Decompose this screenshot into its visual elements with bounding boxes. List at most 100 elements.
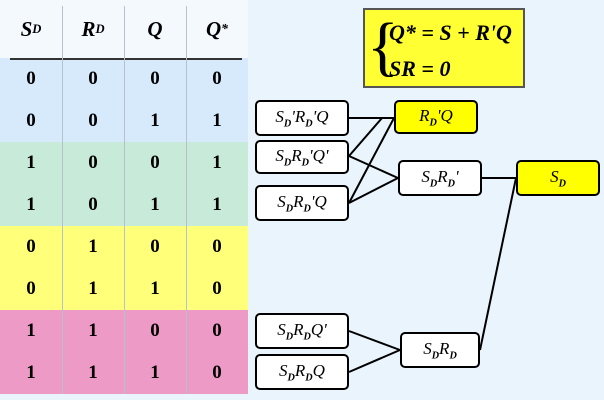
term-symbol: R (291, 145, 302, 165)
truth-table-cell: 0 (26, 278, 36, 299)
truth-table-cell: 0 (88, 152, 98, 173)
wire (348, 117, 383, 157)
term-symbol: S (423, 338, 432, 358)
wire (348, 349, 401, 373)
truth-table-cell: 1 (212, 110, 222, 131)
brace-symbol: { (367, 10, 399, 83)
truth-table-cell: 1 (150, 278, 160, 299)
term-subscript: D (287, 372, 295, 384)
truth-table-cell: 1 (88, 320, 98, 341)
term-symbol: S (550, 166, 559, 186)
term-symbol: R (437, 166, 448, 186)
truth-table-cell: 0 (212, 68, 222, 89)
truth-table-cell: 0 (212, 236, 222, 257)
characteristic-equation-box: { Q* = S + R'Q SR = 0 (363, 8, 525, 88)
truth-table-cell: 1 (150, 110, 160, 131)
truth-table-cell: 1 (212, 194, 222, 215)
term-symbol: ' (454, 166, 459, 186)
term-symbol: R (293, 319, 304, 339)
truth-table-cell: 1 (88, 278, 98, 299)
truth-table-cell: 1 (212, 152, 222, 173)
header-separator (10, 58, 242, 60)
merged-term-sd-rd-both: SDRD (400, 332, 480, 368)
term-symbol: S (277, 319, 286, 339)
term-subscript: D (303, 203, 311, 215)
truth-table-cell: 0 (26, 110, 36, 131)
equation-line-2: SR = 0 (389, 56, 451, 81)
truth-table-cell: 1 (26, 194, 36, 215)
term-symbol: R (294, 360, 306, 380)
truth-table-cell: 1 (150, 362, 160, 383)
header-cell-qnext: Q* (206, 16, 228, 41)
term-symbol: S (277, 191, 286, 211)
term-box-2: SDRD'Q' (255, 140, 349, 174)
truth-table-cell: 0 (26, 236, 36, 257)
term-symbol: S (275, 145, 284, 165)
truth-table-cell: 0 (150, 152, 160, 173)
column-divider (62, 6, 63, 394)
truth-table-cell: 0 (88, 194, 98, 215)
term-symbol: R (439, 338, 450, 358)
truth-table-cell: 0 (150, 68, 160, 89)
truth-table-cell: 0 (150, 236, 160, 257)
term-symbol: 'Q' (309, 145, 329, 165)
term-subscript: D (285, 203, 294, 215)
truth-table-cell: 0 (26, 68, 36, 89)
term-symbol: 'Q (310, 191, 327, 211)
merged-term-sd-rd: SDRD' (398, 160, 482, 196)
term-symbol: R (419, 105, 430, 125)
truth-table-cell: 1 (26, 362, 36, 383)
term-subscript: D (305, 372, 313, 384)
result-term-sd: SD (516, 160, 600, 196)
truth-table-cell: 0 (212, 278, 222, 299)
term-subscript: D (303, 331, 311, 343)
term-subscript: D (283, 157, 292, 169)
wire (348, 177, 399, 204)
wire (479, 177, 517, 351)
term-subscript: D (301, 157, 310, 169)
equation-line-1: Q* = S + R'Q (389, 20, 512, 45)
truth-table-cell: 0 (88, 110, 98, 131)
column-divider (186, 6, 187, 394)
term-symbol: ' (291, 106, 295, 126)
column-divider (124, 6, 125, 394)
term-box-4: SDRDQ' (255, 313, 349, 349)
term-symbol: R (293, 191, 304, 211)
term-symbol: S (279, 360, 288, 380)
truth-table-cell: 1 (88, 236, 98, 257)
truth-table-cell: 1 (26, 152, 36, 173)
term-box-5: SDRDQ (255, 354, 349, 390)
term-subscript: D (283, 118, 292, 130)
term-subscript: D (447, 178, 455, 190)
term-subscript: D (285, 331, 294, 343)
term-box-1: SD'RD'Q (255, 100, 349, 136)
header-cell-q: Q (147, 16, 163, 41)
wire (348, 155, 399, 179)
term-symbol: 'Q (436, 105, 453, 125)
term-subscript: D (431, 350, 440, 362)
term-subscript: D (558, 178, 566, 190)
term-symbol: S (421, 166, 430, 186)
term-subscript: D (449, 350, 457, 362)
term-symbol: R (294, 106, 306, 126)
truth-table-cell: 0 (212, 362, 222, 383)
wire (348, 117, 395, 204)
term-symbol: S (275, 106, 284, 126)
term-symbol: Q' (310, 319, 327, 339)
truth-table-cell: 1 (88, 362, 98, 383)
truth-table-cell: 0 (150, 320, 160, 341)
truth-table-cell: 1 (150, 194, 160, 215)
merged-term-rd-q: RD'Q (394, 100, 478, 134)
truth-table-cell: 0 (88, 68, 98, 89)
truth-table-cell: 1 (26, 320, 36, 341)
term-symbol: 'Q (312, 106, 329, 126)
term-symbol: Q (312, 360, 325, 380)
term-subscript: D (429, 117, 437, 129)
term-subscript: D (429, 178, 438, 190)
truth-table-cell: 0 (212, 320, 222, 341)
wire (348, 330, 401, 351)
